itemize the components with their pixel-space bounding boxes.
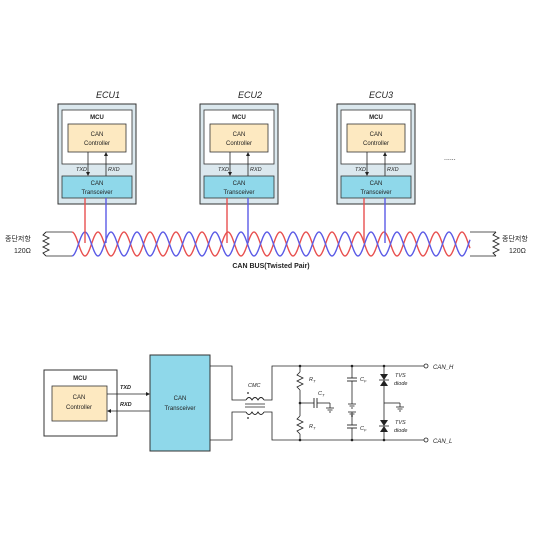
terminator-label: 종단저항 <box>5 234 31 243</box>
transceiver-line2: Transceiver <box>223 190 254 196</box>
mcu-label: MCU <box>232 115 246 121</box>
txd-arrow-icon <box>86 172 90 176</box>
terminator-right: 종단저항 120Ω <box>470 231 528 257</box>
transceiver-line1: CAN <box>233 181 246 187</box>
mcu-label: MCU <box>90 115 104 121</box>
txd-label: TXD <box>218 167 229 173</box>
transceiver-line2: Transceiver <box>81 190 112 196</box>
terminator-value: 120Ω <box>14 248 31 255</box>
terminator-label: 종단저항 <box>502 234 528 243</box>
can-interface-circuit: MCU CAN Controller TXD RXD CAN Transceiv… <box>43 354 454 452</box>
transceiver-line1: CAN <box>91 181 104 187</box>
can-l-label: CAN_L <box>433 439 452 445</box>
transceiver-line2: Transceiver <box>164 406 195 412</box>
tvs-diode-top-icon <box>379 374 389 386</box>
can-l-trace <box>210 411 246 441</box>
filter-capacitors: CF CF <box>347 364 367 442</box>
rxd-arrow-icon <box>104 152 108 156</box>
ecu-bus-drops <box>84 198 386 243</box>
can-h-terminal <box>423 363 429 369</box>
tvs-bottom-line2: diode <box>394 428 407 434</box>
terminator-left: 종단저항 120Ω <box>5 231 72 257</box>
can-l-wire <box>71 231 471 257</box>
controller-line2: Controller <box>66 405 92 411</box>
transceiver-line1: CAN <box>174 396 187 402</box>
ecu-network: ECU1 MCU CAN Controller TXD RXD CAN Tran… <box>5 90 528 270</box>
tvs-top-line1: TVS <box>395 373 406 379</box>
txd-arrow-icon <box>365 172 369 176</box>
mcu-label: MCU <box>73 376 87 382</box>
rxd-arrow-icon <box>246 152 250 156</box>
transceiver-line2: Transceiver <box>360 190 391 196</box>
cf-top-label: CF <box>360 377 367 384</box>
can-transceiver-box <box>340 175 412 199</box>
can-transceiver-box <box>203 175 275 199</box>
bus-label: CAN BUS(Twisted Pair) <box>232 263 309 270</box>
rt-top-label: RT <box>309 377 316 384</box>
rxd-label: RXD <box>250 167 262 173</box>
ecu-title: ECU2 <box>238 90 262 100</box>
transceiver-line1: CAN <box>370 181 383 187</box>
rxd-label: RXD <box>108 167 120 173</box>
twisted-pair-bus <box>71 231 471 257</box>
ground-icon <box>348 403 356 409</box>
controller-line1: CAN <box>91 132 104 138</box>
can-h-label: CAN_H <box>433 365 454 371</box>
can-transceiver-box <box>149 354 211 452</box>
can-l-terminal <box>423 437 429 443</box>
ct-label: CT <box>318 391 325 398</box>
can-h-rail <box>264 365 424 401</box>
txd-arrow-icon <box>228 172 232 176</box>
resistor-rt-bottom-icon <box>296 415 304 435</box>
can-transceiver-box <box>61 175 133 199</box>
can-l-rail <box>264 411 424 441</box>
rxd-label: RXD <box>120 402 132 408</box>
controller-line2: Controller <box>226 141 252 147</box>
cmc-choke-icon: CMC <box>245 383 265 419</box>
split-termination: RT RT CT <box>296 364 334 442</box>
can-h-trace <box>210 365 246 401</box>
can-controller-box <box>209 123 269 153</box>
tvs-top-line2: diode <box>394 381 407 387</box>
controller-line2: Controller <box>84 141 110 147</box>
txd-label: TXD <box>120 385 131 391</box>
can-controller-box <box>67 123 127 153</box>
cf-bottom-label: CF <box>360 426 367 433</box>
tvs-diode-bottom-icon <box>379 420 389 432</box>
controller-line2: Controller <box>363 141 389 147</box>
more-ecus-ellipsis: ...... <box>444 155 456 162</box>
controller-line1: CAN <box>370 132 383 138</box>
terminator-value: 120Ω <box>509 248 526 255</box>
rxd-arrow-icon <box>107 409 111 413</box>
ground-icon <box>396 406 404 412</box>
rxd-arrow-icon <box>383 152 387 156</box>
resistor-icon <box>41 231 51 257</box>
txd-label: TXD <box>355 167 366 173</box>
tvs-bottom-line1: TVS <box>395 420 406 426</box>
ecu-2: ECU2 MCU CAN Controller TXD RXD CAN Tran… <box>199 90 279 205</box>
rxd-label: RXD <box>387 167 399 173</box>
txd-label: TXD <box>76 167 87 173</box>
ecu-1: ECU1 MCU CAN Controller TXD RXD CAN Tran… <box>57 90 137 205</box>
tvs-diodes: TVS diode TVS diode <box>379 364 407 442</box>
ecu-title: ECU3 <box>369 90 393 100</box>
resistor-rt-top-icon <box>296 371 304 391</box>
ground-icon <box>348 411 356 417</box>
txd-arrow-icon <box>146 392 150 396</box>
can-controller-box <box>51 385 108 422</box>
controller-line1: CAN <box>233 132 246 138</box>
ecu-3: ECU3 MCU CAN Controller TXD RXD CAN Tran… <box>336 90 416 205</box>
rt-bottom-label: RT <box>309 424 316 431</box>
ground-icon <box>326 407 334 413</box>
controller-line1: CAN <box>73 395 86 401</box>
cmc-label: CMC <box>248 383 261 389</box>
can-controller-box <box>346 123 406 153</box>
mcu-label: MCU <box>369 115 383 121</box>
resistor-icon <box>491 231 501 257</box>
ecu-title: ECU1 <box>96 90 120 100</box>
